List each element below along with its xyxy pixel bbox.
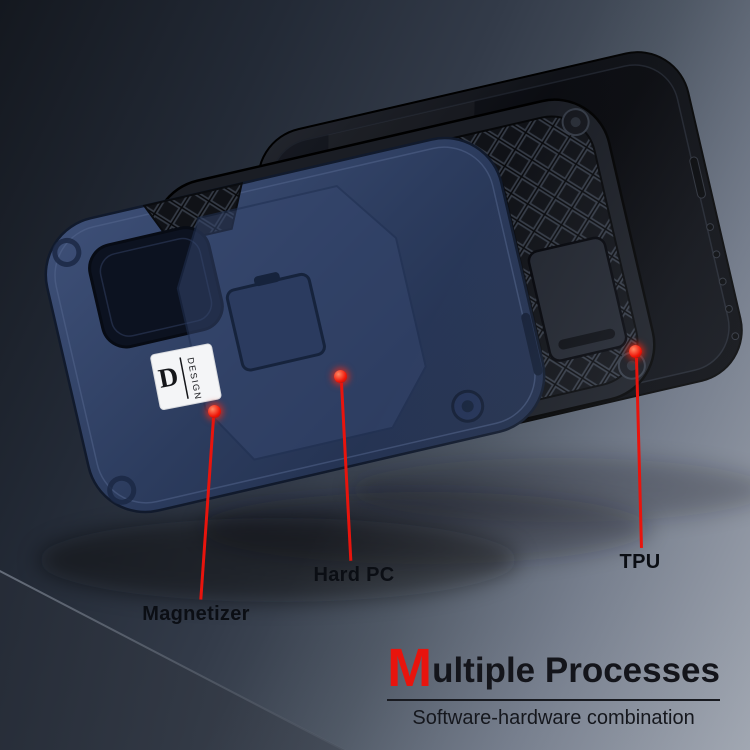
caption-title: Multiple Processes [387,641,720,697]
shell-kickstand [225,272,326,372]
phone-bottom-ports [689,156,740,341]
caption-title-initial: M [387,638,433,698]
shell-shadow [38,518,518,602]
shell-side-slot [521,312,543,376]
shell-corner-details [52,237,485,505]
caption-title-rest: ultiple Processes [432,651,720,690]
shell-rim-highlight [54,146,536,504]
caption-divider [387,699,720,701]
caption-subtitle: Software-hardware combination [412,707,695,729]
hard-pc-shell: D DESIGN [44,136,546,514]
tpu-kickstand [527,236,628,362]
brand-sticker: D DESIGN [150,343,222,410]
caption-block: Multiple Processes Software-hardware com… [387,641,720,730]
